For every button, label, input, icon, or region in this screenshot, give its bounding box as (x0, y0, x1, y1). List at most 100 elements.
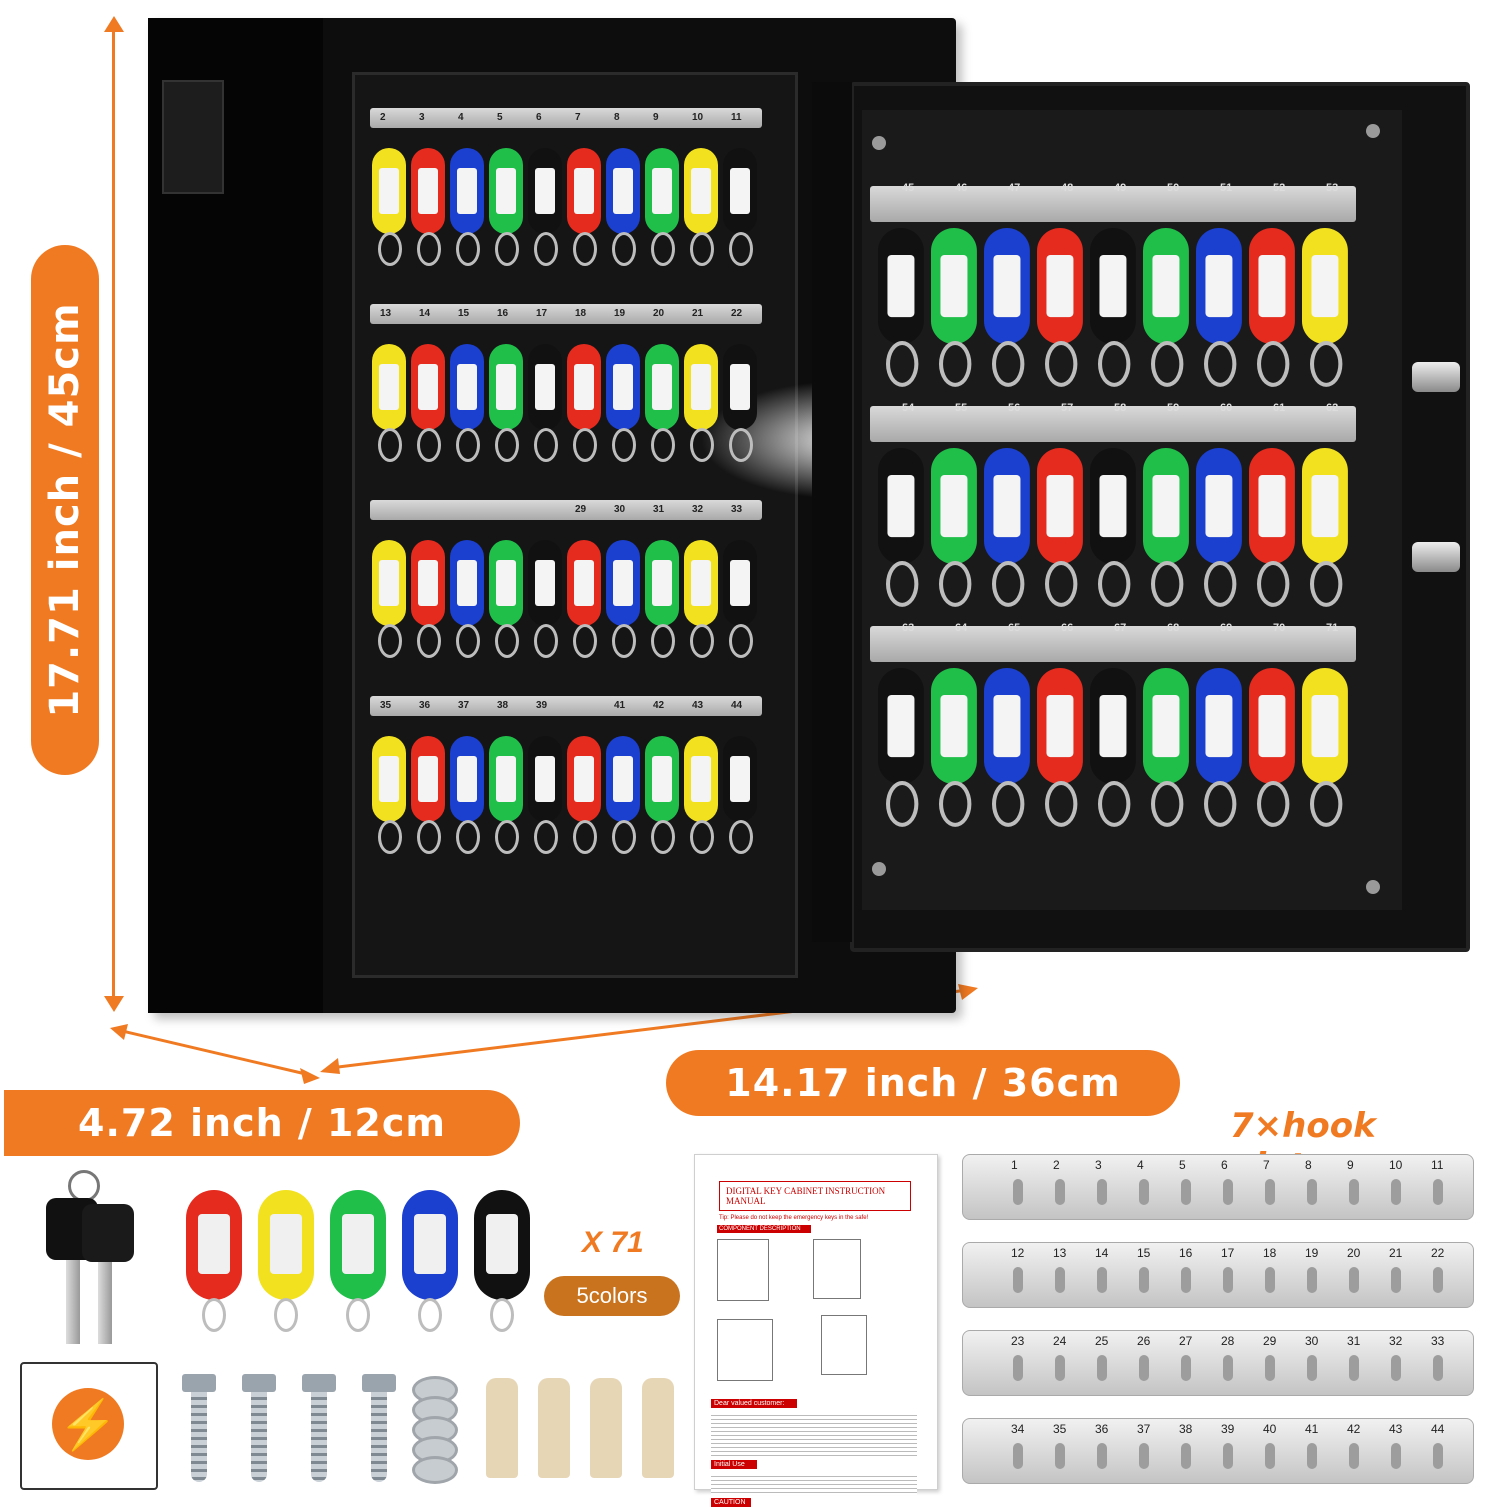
key-tag (645, 344, 679, 430)
key-ring-icon (274, 1298, 298, 1332)
key-tag-window (652, 168, 672, 214)
key-ring-icon (418, 1298, 442, 1332)
key-tag-window (418, 560, 438, 606)
key-ring-icon (992, 341, 1025, 388)
key-tag (411, 736, 445, 822)
key-ring-icon (939, 781, 972, 828)
key-tag-window (613, 168, 633, 214)
hook-number: 43 (692, 700, 704, 711)
hook-number: 21 (692, 308, 704, 319)
height-arrow-top-head (104, 16, 124, 32)
hook-number: 13 (380, 308, 392, 319)
hook-slot (1139, 1179, 1149, 1205)
key-tag-window (574, 168, 594, 214)
key-tag-window (730, 168, 750, 214)
hook-slot (1013, 1179, 1023, 1205)
key-tag (1302, 448, 1348, 565)
hook-slot (1307, 1355, 1317, 1381)
key-tag-window (1258, 475, 1286, 538)
hook-number: 51 (1220, 182, 1233, 194)
key-tag-window (940, 475, 968, 538)
hook-plate-number: 18 (1263, 1246, 1277, 1260)
key-ring-icon (1310, 561, 1343, 608)
hook-slot (1055, 1267, 1065, 1293)
key-ring-icon (612, 232, 636, 266)
key-tag (402, 1190, 458, 1300)
key-ring-icon (1257, 561, 1290, 608)
hook-slot (1097, 1355, 1107, 1381)
hook-number: 44 (731, 700, 743, 711)
key-tag-window (1099, 475, 1127, 538)
hook-plate-number: 37 (1137, 1422, 1151, 1436)
hook-plate-number: 1 (1011, 1158, 1018, 1172)
hook-number: 52 (1273, 182, 1286, 194)
key-tag (1090, 448, 1136, 565)
hook-slot (1433, 1443, 1443, 1469)
key-tag-window (496, 756, 516, 802)
key-tag (258, 1190, 314, 1300)
hook-plate-number: 17 (1221, 1246, 1235, 1260)
screw-icon (302, 1374, 336, 1392)
key-tag-window (730, 756, 750, 802)
hook-slot (1433, 1179, 1443, 1205)
hook-number: 53 (1326, 182, 1339, 194)
key-ring-icon (690, 820, 714, 854)
key-tag-window (457, 364, 477, 410)
key-tag-window (535, 364, 555, 410)
key-tag (489, 736, 523, 822)
hook-slot (1223, 1443, 1233, 1469)
key-ring-icon (417, 428, 441, 462)
key-tag (1196, 448, 1242, 565)
key-tag-window (993, 695, 1021, 758)
key-tag (1037, 228, 1083, 345)
key-ring-icon (1204, 341, 1237, 388)
key-tag-window (1046, 475, 1074, 538)
hook-number: 64 (955, 622, 968, 634)
hook-number: 6 (536, 112, 542, 123)
key-tag (684, 148, 718, 234)
key-tag-window (613, 364, 633, 410)
hook-plate-number: 5 (1179, 1158, 1186, 1172)
key-tag (1302, 228, 1348, 345)
hook-slot (1265, 1179, 1275, 1205)
hook-slot (1097, 1267, 1107, 1293)
hook-plate-number: 44 (1431, 1422, 1445, 1436)
hook-number: 35 (380, 700, 392, 711)
key-tag (567, 736, 601, 822)
hook-number: 50 (1167, 182, 1180, 194)
wall-anchor-icon (590, 1378, 622, 1478)
key-tag (489, 148, 523, 234)
manual-dear: Dear valued customer: (711, 1399, 797, 1408)
key-tag-window (1205, 255, 1233, 318)
hook-number: 41 (614, 700, 626, 711)
key-tag-window (993, 255, 1021, 318)
key-ring-icon (690, 232, 714, 266)
hook-slot (1223, 1179, 1233, 1205)
key-ring-icon (1204, 781, 1237, 828)
hook-plate-number: 13 (1053, 1246, 1067, 1260)
key-ring-icon (1257, 781, 1290, 828)
key-tag-window (1258, 255, 1286, 318)
hook-plate-number: 25 (1095, 1334, 1109, 1348)
key-ring-icon (729, 428, 753, 462)
width-label-text: 14.17 inch / 36cm (725, 1061, 1121, 1105)
hook-plate-number: 43 (1389, 1422, 1403, 1436)
key-ring-icon (417, 232, 441, 266)
key-ring-icon (992, 781, 1025, 828)
key-tag (1196, 228, 1242, 345)
hook-number: 8 (614, 112, 620, 123)
hook-number: 16 (497, 308, 509, 319)
hook-plate-number: 22 (1431, 1246, 1445, 1260)
hook-number: 37 (458, 700, 470, 711)
key-tag (723, 344, 757, 430)
hook-number: 45 (902, 182, 915, 194)
hook-number: 55 (955, 402, 968, 414)
hook-plate-number: 20 (1347, 1246, 1361, 1260)
key-tag-window (1205, 695, 1233, 758)
key-tag-window (691, 560, 711, 606)
key-tag-window (1258, 695, 1286, 758)
key-ring-icon (202, 1298, 226, 1332)
key-ring-icon (1310, 781, 1343, 828)
